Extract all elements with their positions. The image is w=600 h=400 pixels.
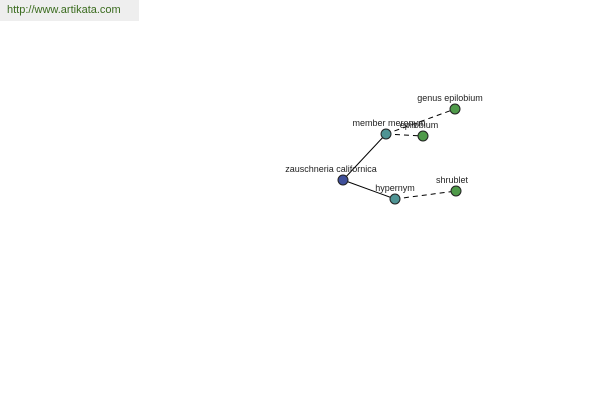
edge-root-hypernym [342, 179, 396, 200]
label-genus-epilobium: genus epilobium [417, 93, 483, 103]
edge-member-meronym-epilobium [385, 133, 424, 137]
site-url-link[interactable]: http://www.artikata.com [0, 0, 139, 21]
label-member-meronym: member meronym [352, 118, 425, 128]
node-genus-epilobium[interactable] [449, 103, 461, 115]
node-member-meronym[interactable] [380, 128, 392, 140]
edge-root-member-meronym [342, 133, 387, 181]
edge-hypernym-shrublet [394, 190, 457, 200]
label-hypernym: hypernym [375, 183, 415, 193]
node-hypernym[interactable] [389, 193, 401, 205]
label-root: zauschneria californica [285, 164, 377, 174]
node-epilobium[interactable] [417, 130, 429, 142]
label-shrublet: shrublet [436, 175, 469, 185]
edge-member-meronym-genus-epilobium [385, 108, 456, 135]
node-root[interactable] [337, 174, 349, 186]
node-shrublet[interactable] [450, 185, 462, 197]
label-epilobium: epilobium [400, 120, 439, 130]
